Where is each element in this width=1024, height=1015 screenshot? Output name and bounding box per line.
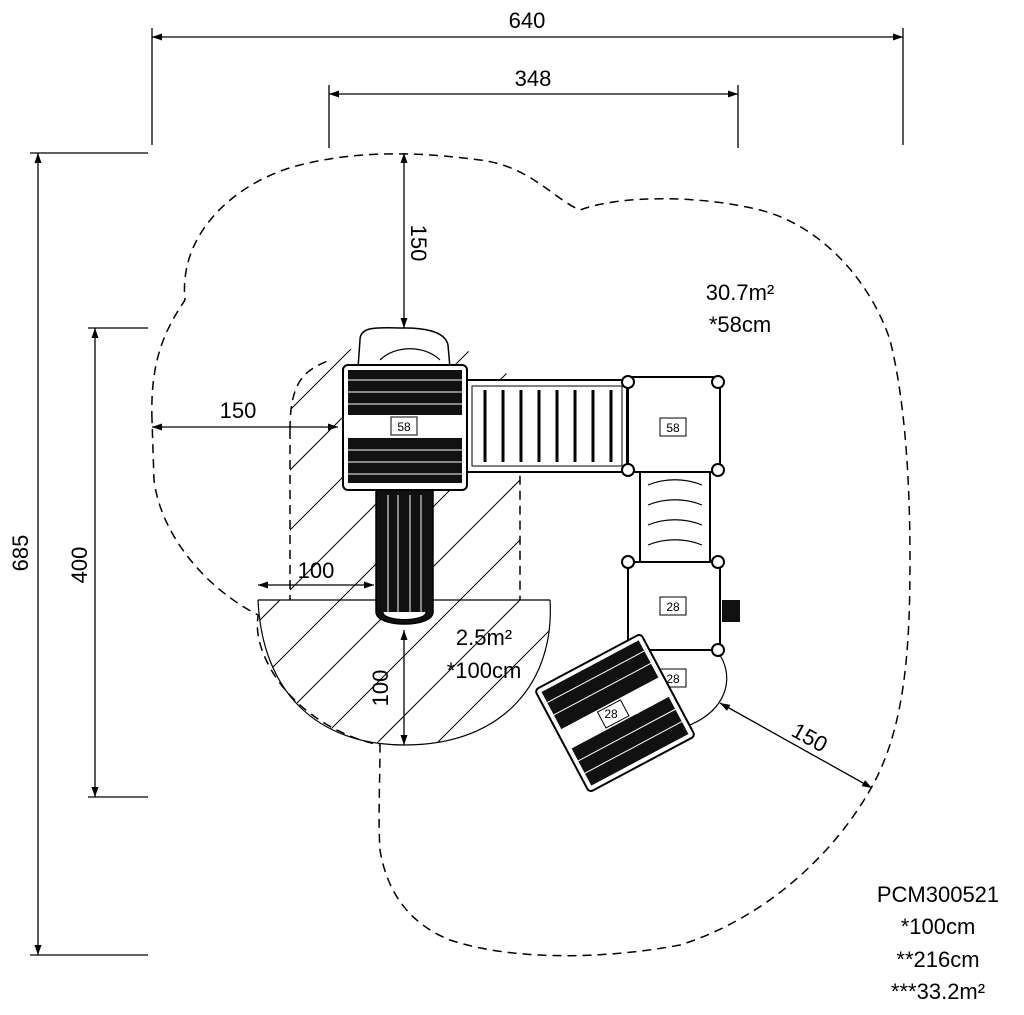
left-tower-tag-box xyxy=(390,416,418,436)
dimension-slide-side: 100 xyxy=(258,558,374,589)
svg-text:400: 400 xyxy=(67,547,92,584)
product-area: ***33.2m² xyxy=(891,979,985,1004)
dimension-top-width: 348 xyxy=(328,66,739,148)
svg-text:2.5m²: 2.5m² xyxy=(456,625,512,650)
left-tower-tag: 58 xyxy=(397,420,411,434)
steering-wheel xyxy=(722,600,740,622)
svg-text:100: 100 xyxy=(368,670,393,707)
right-tower-tag: 58 xyxy=(666,421,680,435)
tube-slide xyxy=(375,489,434,625)
dimension-right-clearance: 150 xyxy=(719,702,873,789)
lower-deck xyxy=(535,634,695,792)
product-info: PCM300521 *100cm **216cm ***33.2m² xyxy=(877,882,999,1004)
dimension-top-clearance: 150 xyxy=(400,153,431,328)
climbing-steps xyxy=(639,471,711,563)
lower-platform: 28 28 xyxy=(621,555,740,726)
svg-text:150: 150 xyxy=(788,718,832,758)
product-code: PCM300521 xyxy=(877,882,999,907)
slide-area-label: 2.5m² *100cm xyxy=(447,625,522,683)
dimension-left-clearance: 150 xyxy=(152,398,338,431)
product-height-1: *100cm xyxy=(901,914,976,939)
svg-text:150: 150 xyxy=(220,398,257,423)
lower-platform-tag: 28 xyxy=(666,600,680,614)
safety-zone-outline xyxy=(151,153,911,957)
svg-text:100: 100 xyxy=(298,558,335,583)
right-tower: 58 xyxy=(621,375,725,477)
svg-text:*100cm: *100cm xyxy=(447,658,522,683)
dimension-slide-end: 100 xyxy=(368,630,408,745)
lower-platform-tag-box xyxy=(659,596,687,616)
svg-text:348: 348 xyxy=(515,66,552,91)
dimension-left-depth: 400 xyxy=(67,327,148,798)
side-step-tag: 28 xyxy=(666,672,680,686)
product-height-2: **216cm xyxy=(896,947,979,972)
lower-deck-tag: 28 xyxy=(604,707,618,721)
svg-text:150: 150 xyxy=(406,225,431,262)
svg-text:30.7m²: 30.7m² xyxy=(706,280,774,305)
left-tower: 58 xyxy=(342,327,468,491)
dimension-overall-width: 640 xyxy=(151,8,904,145)
svg-text:685: 685 xyxy=(8,535,33,572)
svg-text:*58cm: *58cm xyxy=(709,312,771,337)
dimension-overall-depth: 685 xyxy=(8,152,148,956)
main-area-label: 30.7m² *58cm xyxy=(706,280,774,337)
right-tower-tag-box xyxy=(659,417,687,437)
svg-text:640: 640 xyxy=(509,8,546,33)
lower-deck-tag-box xyxy=(596,699,630,729)
bridge-ladder xyxy=(466,379,628,473)
